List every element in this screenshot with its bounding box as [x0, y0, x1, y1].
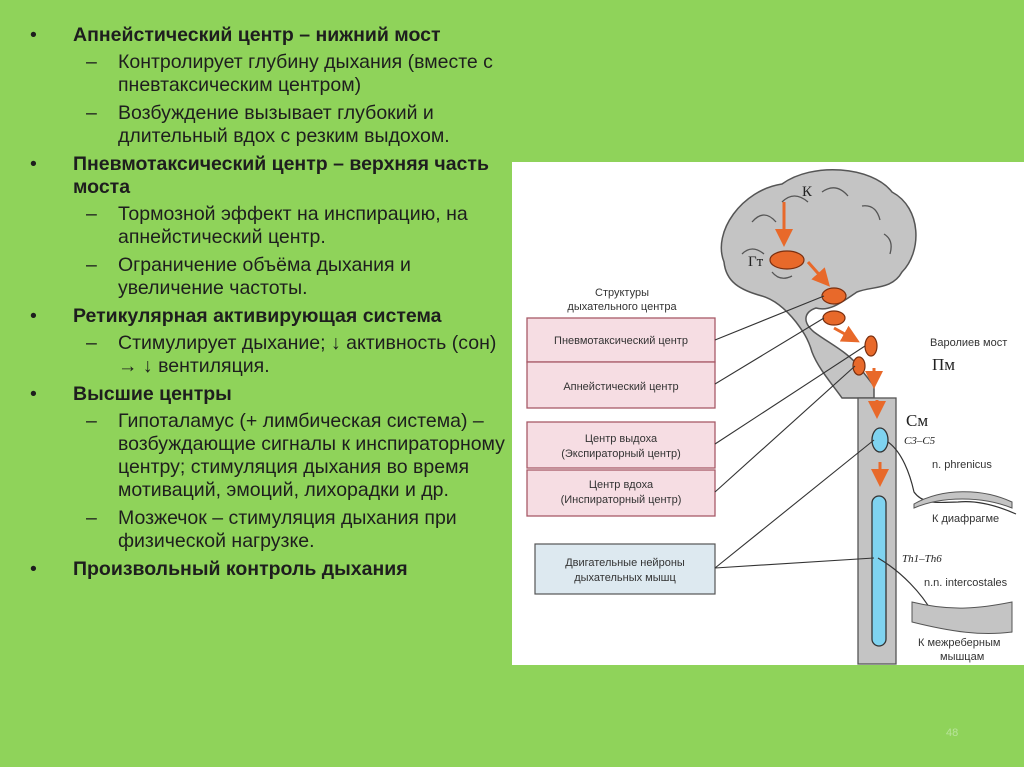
spinal-canal-thoracic	[871, 495, 887, 647]
nucleus-inspiratory	[852, 356, 866, 376]
bullet-sub-item: Ограничение объёма дыхания и увеличение …	[30, 254, 508, 300]
bullet-sub-item: Тормозной эффект на инспирацию, на апней…	[30, 203, 508, 249]
label-k-mezhrebernym-1: К межреберным	[918, 637, 1000, 649]
label-varoliev: Варолиев мост	[930, 337, 1007, 349]
diaphragm	[913, 491, 1013, 509]
bullet-title: Ретикулярная активирующая система	[30, 305, 508, 328]
nucleus-expiratory	[864, 335, 878, 357]
box-motor-label-2: дыхательных мышц	[574, 572, 676, 584]
label-th1th6: Th1–Th6	[902, 553, 942, 565]
bullet-sub-item: Стимулирует дыхание; ↓ активность (сон) …	[30, 332, 508, 378]
bullet-sub-item: Мозжечок – стимуляция дыхания при физиче…	[30, 507, 508, 553]
bullet-list: Апнейстический центр – нижний мостКонтро…	[30, 24, 508, 585]
box-expiratory-label-1: Центр выдоха	[585, 433, 658, 445]
label-pm: Пм	[932, 355, 955, 374]
connector-lines	[714, 295, 875, 569]
diagram-svg: Пневмотаксический центр Апнейстический ц…	[526, 169, 1017, 665]
box-expiratory: Центр выдоха (Экспираторный центр)	[526, 421, 716, 469]
nucleus-apneustic	[822, 310, 846, 326]
brain-shape	[720, 169, 917, 399]
bullet-sub-item: Контролирует глубину дыхания (вместе с п…	[30, 51, 508, 97]
nucleus-pneumotaxic	[821, 287, 847, 305]
box-apneustic: Апнейстический центр	[526, 361, 716, 409]
figure-header-2: дыхательного центра	[567, 301, 677, 313]
label-gt: Гт	[748, 254, 764, 270]
intercostal-muscle	[911, 601, 1013, 635]
label-k: К	[802, 184, 813, 200]
spinal-canal-cervical	[871, 427, 889, 453]
label-phrenicus: n. phrenicus	[932, 459, 992, 471]
box-expiratory-label-2: (Экспираторный центр)	[561, 448, 681, 460]
bullet-sub-item: Возбуждение вызывает глубокий и длительн…	[30, 102, 508, 148]
box-inspiratory: Центр вдоха (Инспираторный центр)	[526, 469, 716, 517]
respiratory-center-diagram: Пневмотаксический центр Апнейстический ц…	[512, 162, 1024, 665]
nucleus-hypothalamus	[769, 250, 805, 270]
bullet-title: Пневмотаксический центр – верхняя часть …	[30, 153, 508, 199]
label-k-mezhrebernym-2: мышцам	[940, 651, 984, 663]
pathway-arrows	[775, 202, 889, 487]
box-apneustic-label: Апнейстический центр	[563, 381, 678, 393]
box-pneumotaxic-label: Пневмотаксический центр	[554, 335, 688, 347]
bullet-title: Высшие центры	[30, 383, 508, 406]
box-inspiratory-label-1: Центр вдоха	[589, 479, 654, 491]
slide-number: 48	[946, 727, 959, 739]
bullet-title: Апнейстический центр – нижний мост	[30, 24, 508, 47]
figure-header-1: Структуры	[595, 287, 649, 299]
box-motor-label-1: Двигательные нейроны	[565, 557, 685, 569]
bullet-title: Произвольный контроль дыхания	[30, 558, 508, 581]
box-inspiratory-label-2: (Инспираторный центр)	[561, 494, 682, 506]
bullet-sub-item: Гипоталамус (+ лимбическая система) – во…	[30, 410, 508, 502]
label-sm: См	[906, 411, 928, 430]
label-k-diafragme: К диафрагме	[932, 513, 999, 525]
label-intercostales: n.n. intercostales	[924, 577, 1008, 589]
label-c3c5: C3–C5	[904, 435, 936, 447]
brain-folds	[741, 187, 892, 279]
box-pneumotaxic: Пневмотаксический центр	[526, 317, 716, 363]
box-motor-neurons: Двигательные нейроны дыхательных мышц	[534, 543, 716, 595]
